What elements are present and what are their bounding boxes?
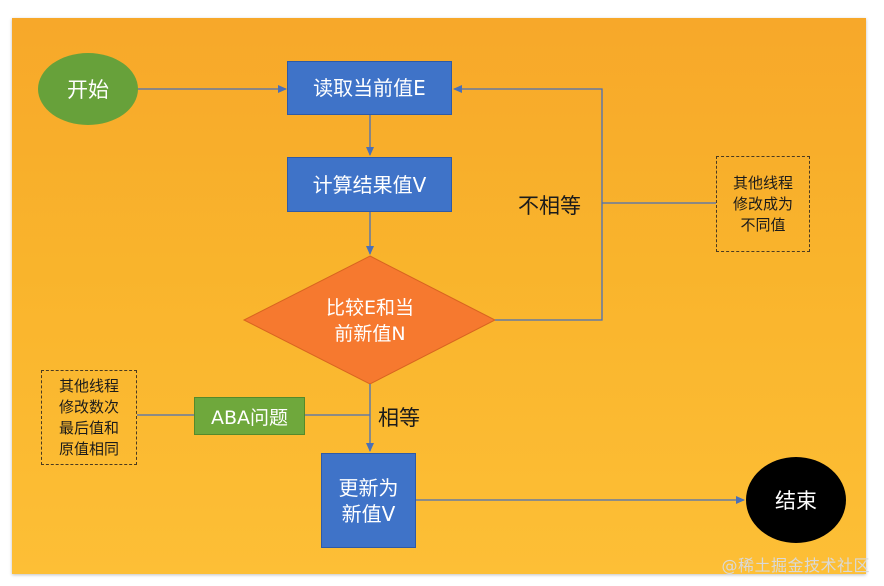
decision-label-line1: 比较E和当 xyxy=(325,297,414,319)
end-node: 结束 xyxy=(746,457,846,543)
update-value-box: 更新为 新值V xyxy=(321,453,416,548)
arrow-not-equal-loop xyxy=(453,85,603,321)
update-line2: 新值V xyxy=(341,501,396,526)
note-other-thread-different: 其他线程 修改成为 不同值 xyxy=(716,156,810,252)
start-node: 开始 xyxy=(38,53,138,125)
note-other-thread-same: 其他线程 修改数次 最后值和 原值相同 xyxy=(41,370,137,465)
note-line: 最后值和 xyxy=(58,418,119,437)
note-line: 其他线程 xyxy=(58,376,119,395)
equal-label: 相等 xyxy=(378,406,420,430)
note-line: 修改数次 xyxy=(58,397,119,416)
watermark: @稀土掘金技术社区 xyxy=(721,556,870,575)
note-line: 其他线程 xyxy=(732,173,793,192)
decision-label-line2: 前新值N xyxy=(334,323,406,345)
aba-problem-box: ABA问题 xyxy=(194,397,305,435)
not-equal-label: 不相等 xyxy=(518,194,581,218)
note-line: 修改成为 xyxy=(732,194,793,213)
decision-label: 比较E和当 前新值N xyxy=(294,295,446,347)
note-line: 原值相同 xyxy=(58,439,119,458)
compute-result-box: 计算结果值V xyxy=(287,157,452,212)
read-value-box: 读取当前值E xyxy=(287,61,452,115)
update-line1: 更新为 xyxy=(338,475,399,500)
note-line: 不同值 xyxy=(740,215,786,234)
